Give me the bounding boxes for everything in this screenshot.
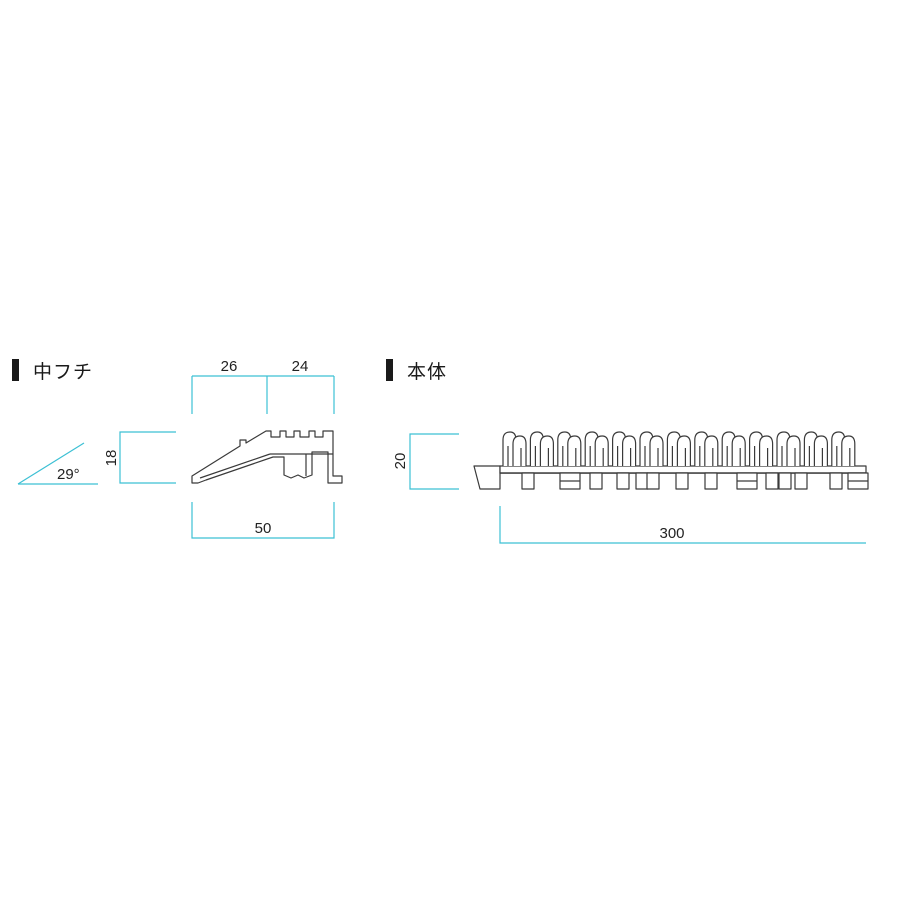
bristle-loop	[676, 435, 691, 466]
body-foot	[635, 472, 649, 490]
heading-text: 本体	[407, 360, 448, 383]
foot-row	[521, 472, 869, 490]
bristle-loop	[786, 435, 801, 466]
bristle-loop	[512, 435, 527, 466]
bristle-loop	[704, 435, 719, 466]
bristle-loop	[622, 435, 637, 466]
body-upper-band	[499, 465, 867, 474]
dimension-line	[119, 431, 176, 484]
dimension-label-height: 18	[103, 450, 120, 467]
body-foot	[794, 472, 808, 490]
edge-profile-outline	[191, 430, 343, 484]
heading-naka-fuchi: 中フチ	[12, 356, 93, 384]
edge-inner-line	[199, 453, 271, 479]
bristle-row	[502, 431, 856, 466]
angle-indicator: 29°	[17, 442, 98, 485]
body-end-lip	[473, 465, 501, 490]
body-foot	[616, 472, 630, 490]
edge-profile	[191, 430, 343, 484]
bristle-loop	[759, 435, 774, 466]
edge-top-dimensions: 26 24	[191, 358, 335, 414]
dimension-line	[191, 502, 335, 539]
heading-text: 中フチ	[33, 360, 94, 383]
bristle-loop	[841, 435, 856, 466]
body-foot	[778, 472, 792, 490]
dimension-label-300: 300	[659, 525, 684, 542]
body-foot	[589, 472, 603, 490]
heading-marker	[12, 359, 19, 381]
bristle-loop	[539, 435, 554, 466]
dimension-line	[409, 433, 459, 490]
bristle-loop	[649, 435, 664, 466]
bristle-loop	[594, 435, 609, 466]
bristle-loop	[813, 435, 828, 466]
angle-slope-line	[17, 442, 85, 485]
dimension-line	[499, 506, 866, 544]
body-width-dimension: 300	[499, 506, 866, 544]
bristle-loop	[731, 435, 746, 466]
dimension-label-50: 50	[255, 520, 272, 537]
bristle-loop	[567, 435, 582, 466]
dimension-label-26: 26	[221, 358, 238, 375]
body-foot	[646, 472, 660, 490]
dimension-label-24: 24	[292, 358, 309, 375]
body-foot	[704, 472, 718, 490]
body-height-dimension: 20	[392, 433, 459, 490]
angle-label: 29°	[57, 466, 80, 483]
body-foot	[521, 472, 535, 490]
edge-height-dimension: 18	[103, 431, 176, 484]
body-foot	[765, 472, 779, 490]
dimension-label-height: 20	[392, 453, 409, 470]
heading-marker	[386, 359, 393, 381]
body-foot	[675, 472, 689, 490]
edge-bottom-dimension: 50	[191, 502, 335, 539]
heading-hontai: 本体	[386, 356, 447, 384]
body-foot	[829, 472, 843, 490]
body-profile	[473, 431, 869, 490]
